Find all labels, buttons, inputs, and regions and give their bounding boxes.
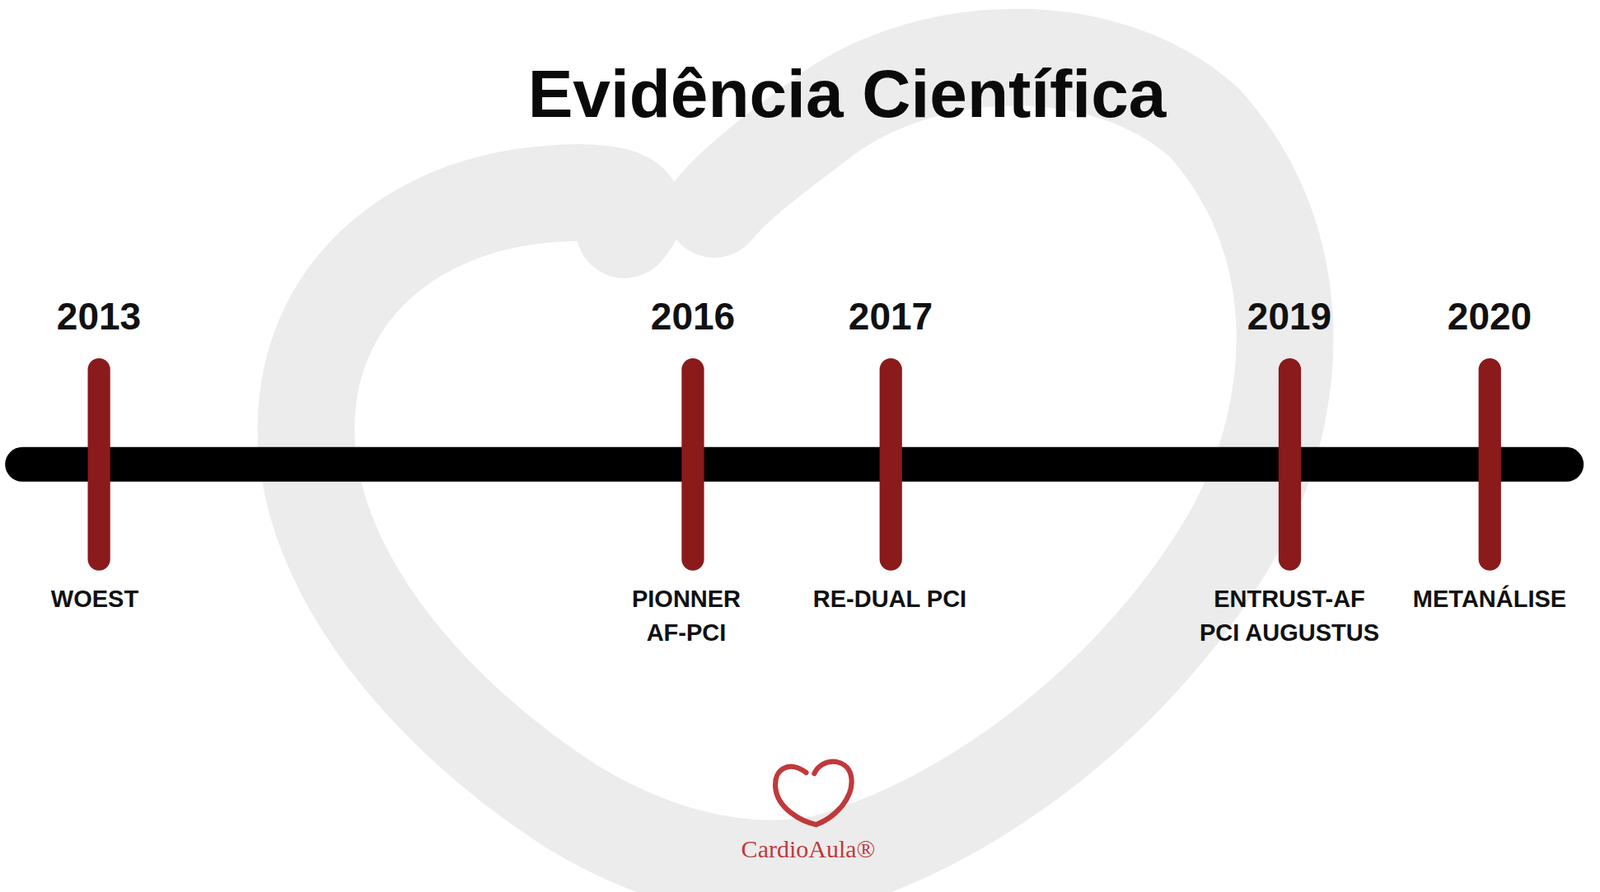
title: Evidência Científica: [528, 59, 1167, 129]
timeline-tick: [88, 369, 111, 560]
year-label: 2013: [56, 294, 141, 339]
timeline-bar: [22, 447, 1567, 482]
timeline-tick: [1478, 369, 1502, 560]
year-label: 2017: [848, 294, 933, 339]
study-label: RE-DUAL PCI: [813, 582, 967, 617]
study-label: WOEST: [51, 582, 139, 617]
timeline-tick: [1278, 369, 1301, 560]
timeline-tick: [879, 369, 903, 560]
logo-heart: [775, 762, 852, 826]
study-label: METANÁLISE: [1412, 582, 1567, 617]
logo-text: CardioAula®: [741, 834, 876, 865]
year-label: 2016: [650, 294, 735, 339]
year-label: 2019: [1247, 294, 1332, 339]
study-label: PIONNER AF-PCI: [620, 582, 753, 651]
study-label: ENTRUST-AF PCI AUGUSTUS: [1193, 582, 1385, 651]
year-label: 2020: [1447, 294, 1532, 339]
timeline-tick: [681, 369, 704, 560]
